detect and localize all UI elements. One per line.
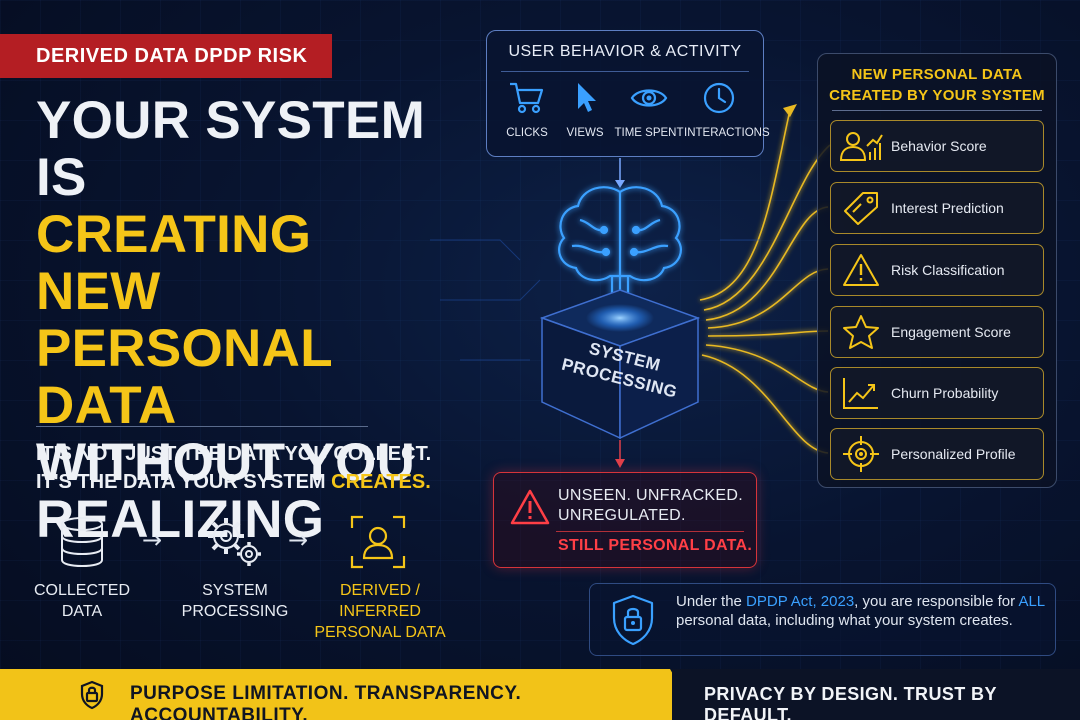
gears-icon xyxy=(203,512,267,572)
warning-line-1: UNSEEN. UNFRACKED. xyxy=(558,487,743,504)
dpdp-note-all: ALL xyxy=(1018,593,1045,610)
flow-processing-label: SYSTEM PROCESSING xyxy=(170,580,300,622)
star-icon xyxy=(843,315,879,349)
flow-collected-label: COLLECTED DATA xyxy=(30,580,134,622)
user-behavior-divider xyxy=(501,71,749,72)
headline-line-5: REALIZING xyxy=(36,490,325,549)
processing-illustration xyxy=(539,186,701,440)
shield-lock-icon xyxy=(612,594,654,646)
subheadline-line-2: IT'S THE DATA YOUR SYSTEM CREATES. xyxy=(36,468,436,496)
cart-icon xyxy=(510,82,544,114)
headline-line-3: PERSONAL DATA xyxy=(36,319,332,435)
output-label-behavior-score: Behavior Score xyxy=(891,138,987,154)
warning-line-2: UNREGULATED. xyxy=(558,507,686,524)
headline-line-1: YOUR SYSTEM IS xyxy=(36,91,426,207)
behavior-label-interactions: INTERACTIONS xyxy=(684,127,770,139)
headline-line-2: CREATING NEW xyxy=(36,205,312,321)
output-item-risk-classification: Risk Classification xyxy=(830,244,1044,296)
output-label-engagement-score: Engagement Score xyxy=(891,324,1011,340)
bottom-bar-right-text: PRIVACY BY DESIGN. TRUST BY DEFAULT. xyxy=(704,684,997,720)
subheadline-line-1: IT'S NOT JUST THE DATA YOU COLLECT. xyxy=(36,443,432,465)
behavior-item-interactions: INTERACTIONS xyxy=(684,81,770,139)
warning-icon xyxy=(843,254,879,286)
behavior-item-views: VIEWS xyxy=(550,81,620,139)
alert-triangle-icon xyxy=(510,489,550,525)
subheadline-highlight: CREATES. xyxy=(331,471,431,493)
target-icon xyxy=(843,436,879,472)
headline: YOUR SYSTEM IS CREATING NEW PERSONAL DAT… xyxy=(36,92,446,548)
panel-title: NEW PERSONAL DATA CREATED BY YOUR SYSTEM xyxy=(818,64,1056,106)
new-personal-data-panel: NEW PERSONAL DATA CREATED BY YOUR SYSTEM… xyxy=(817,53,1057,488)
output-item-behavior-score: Behavior Score xyxy=(830,120,1044,172)
dpdp-note-text: Under the DPDP Act, 2023, you are respon… xyxy=(676,593,1046,630)
output-item-personalized-profile: Personalized Profile xyxy=(830,428,1044,480)
dpdp-act-name: DPDP Act, 2023 xyxy=(746,593,855,610)
behavior-label-clicks: CLICKS xyxy=(506,127,548,139)
dpdp-note-part-1: Under the xyxy=(676,593,747,610)
trend-icon xyxy=(843,378,878,409)
processing-cube xyxy=(539,289,701,440)
flow-derived-line-1: DERIVED / INFERRED xyxy=(339,582,421,620)
flow-derived-label: DERIVED / INFERRED PERSONAL DATA xyxy=(300,580,460,643)
output-label-risk-classification: Risk Classification xyxy=(891,262,1005,278)
output-item-engagement-score: Engagement Score xyxy=(830,306,1044,358)
dpdp-note-part-3: personal data, including what your syste… xyxy=(676,611,1013,629)
headline-divider xyxy=(36,426,368,427)
flow-processing-line-2: PROCESSING xyxy=(181,603,289,620)
topic-tag: DERIVED DATA DPDP RISK xyxy=(0,34,332,78)
output-item-interest-prediction: Interest Prediction xyxy=(830,182,1044,234)
bottom-bar-left-text: PURPOSE LIMITATION. TRANSPARENCY. ACCOUN… xyxy=(130,683,522,720)
panel-divider xyxy=(832,110,1042,111)
behavior-item-time-spent: TIME SPENT xyxy=(614,81,684,139)
clock-icon xyxy=(703,82,735,114)
flow-arrow-2: → xyxy=(288,526,309,554)
output-item-churn-probability: Churn Probability xyxy=(830,367,1044,419)
bottom-bar-left: PURPOSE LIMITATION. TRANSPARENCY. ACCOUN… xyxy=(0,669,700,720)
user-behavior-title: USER BEHAVIOR & ACTIVITY xyxy=(508,43,742,60)
panel-title-line-2: CREATED BY YOUR SYSTEM xyxy=(829,87,1045,104)
headline-line-4: WITHOUT YOU xyxy=(36,433,416,492)
behavior-item-clicks: CLICKS xyxy=(492,81,562,139)
panel-title-line-1: NEW PERSONAL DATA xyxy=(851,66,1023,83)
bottom-bar-right: PRIVACY BY DESIGN. TRUST BY DEFAULT. xyxy=(672,669,1080,720)
warning-divider xyxy=(556,531,744,532)
behavior-label-views: VIEWS xyxy=(566,127,604,139)
brain-icon xyxy=(558,186,682,305)
flow-processing-line-1: SYSTEM xyxy=(202,582,268,599)
flow-collected-line-2: DATA xyxy=(61,603,103,620)
cursor-icon xyxy=(578,83,596,112)
lock-icon xyxy=(80,680,104,710)
user-chart-icon xyxy=(839,132,883,161)
flow-derived-line-2: PERSONAL DATA xyxy=(314,624,446,641)
warning-line-3: STILL PERSONAL DATA. xyxy=(558,537,753,554)
output-label-interest-prediction: Interest Prediction xyxy=(891,200,1004,216)
user-scan-icon xyxy=(348,512,408,572)
behavior-label-time-spent: TIME SPENT xyxy=(614,127,684,139)
user-behavior-box: USER BEHAVIOR & ACTIVITY CLICKS VIEWS TI… xyxy=(486,30,770,157)
subheadline-line-2-prefix: IT'S THE DATA YOUR SYSTEM xyxy=(36,471,332,493)
warning-box: UNSEEN. UNFRACKED. UNREGULATED. STILL PE… xyxy=(493,472,757,568)
output-label-churn-probability: Churn Probability xyxy=(891,385,999,401)
subheadline: IT'S NOT JUST THE DATA YOU COLLECT. IT'S… xyxy=(36,440,436,496)
dpdp-note-box: Under the DPDP Act, 2023, you are respon… xyxy=(589,583,1056,656)
dpdp-note-part-2: , you are responsible for xyxy=(854,593,1019,610)
flow-arrow-1: → xyxy=(142,526,163,554)
tag-icon xyxy=(844,192,878,225)
database-icon xyxy=(52,512,112,572)
flow-collected-line-1: COLLECTED xyxy=(33,582,131,599)
output-label-personalized-profile: Personalized Profile xyxy=(891,446,1016,462)
eye-icon xyxy=(630,89,668,107)
